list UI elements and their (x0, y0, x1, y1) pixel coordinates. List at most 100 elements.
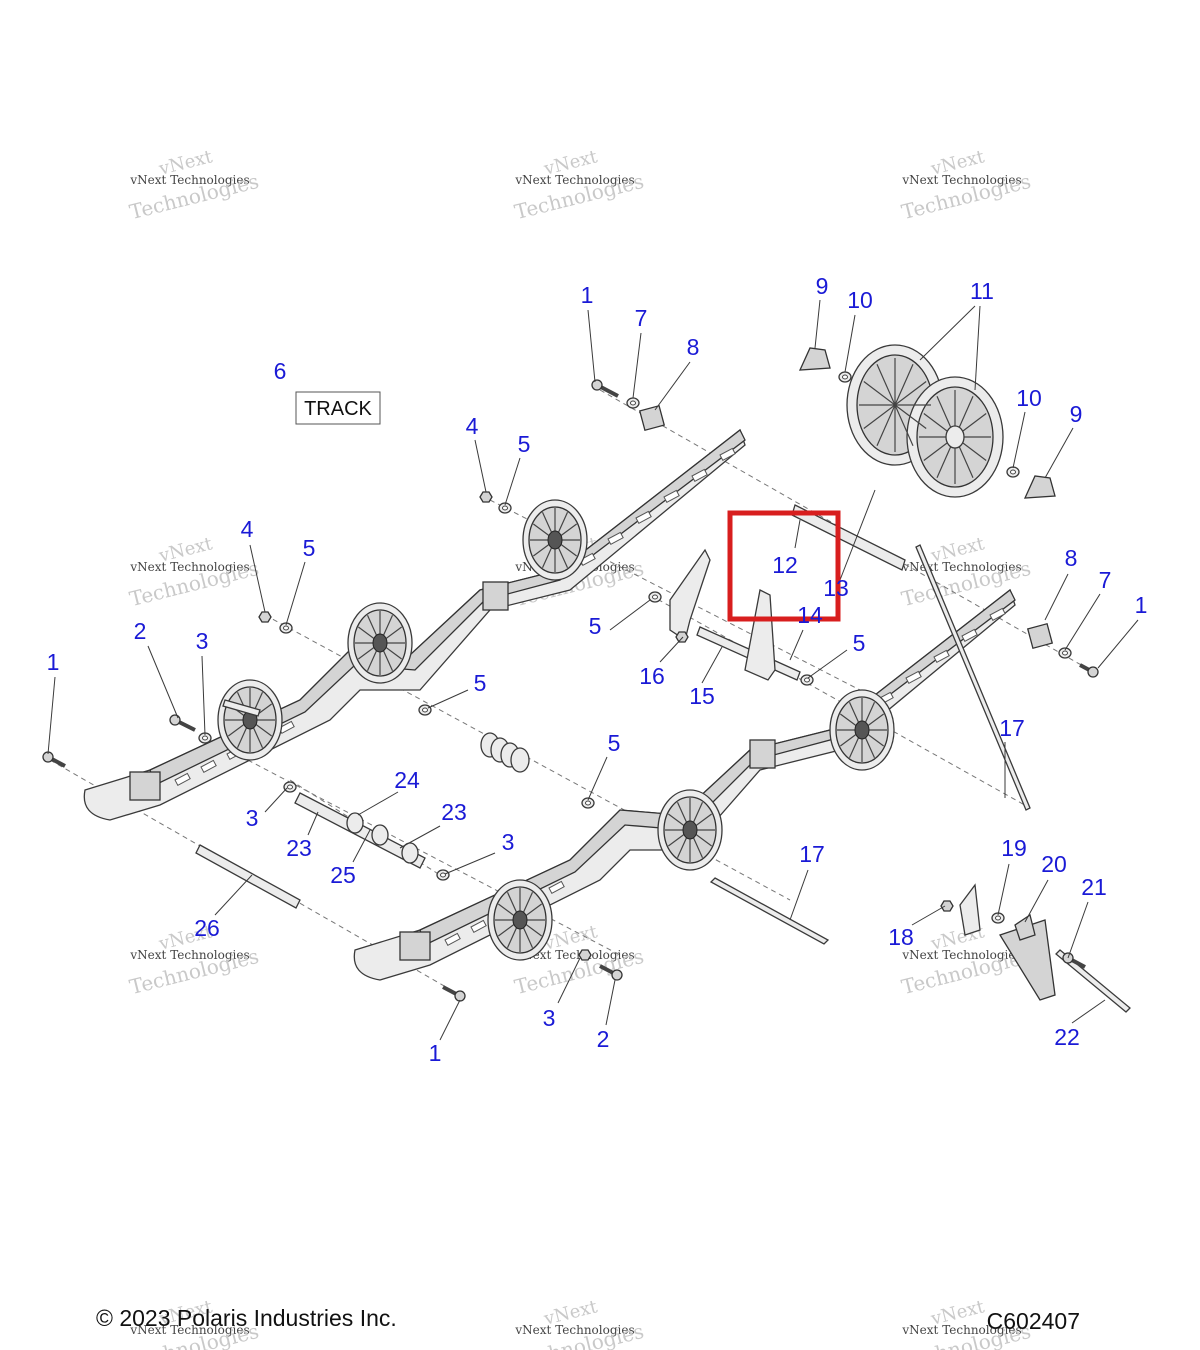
suspension-arms (669, 548, 1056, 1001)
callout-20: 20 (1041, 851, 1067, 877)
rail-slot (719, 447, 736, 461)
nut (479, 491, 493, 503)
nut (578, 949, 592, 961)
callout-25: 25 (330, 862, 356, 888)
callout-8: 8 (1065, 545, 1078, 571)
rail-slot (663, 489, 680, 503)
watermark-line2: vNext Technologies (514, 173, 634, 187)
bolt (1079, 663, 1099, 678)
watermark-line2: vNext Technologies (901, 1323, 1021, 1337)
washer (436, 869, 450, 881)
hardware (42, 347, 1099, 1002)
watermark-line2: vNext Technologies (129, 560, 249, 574)
track-label-box (295, 391, 381, 425)
callout-5: 5 (853, 630, 866, 656)
callout-5: 5 (589, 613, 602, 639)
leader-lines (47, 299, 1139, 1041)
end-cap (1023, 475, 1056, 499)
rail-slot (607, 531, 624, 545)
callout-3: 3 (502, 829, 515, 855)
rail-slot (905, 670, 922, 684)
rail-slot (470, 919, 487, 933)
washer (279, 622, 293, 634)
bogie-wheel (347, 602, 413, 684)
watermark-line2: vNext Technologies (514, 948, 634, 962)
callout-17: 17 (799, 841, 825, 867)
watermark-line2: vNext Technologies (901, 173, 1021, 187)
rail-slot (174, 772, 191, 786)
washer (648, 591, 662, 603)
callout-23: 23 (441, 799, 467, 825)
end-cap (798, 347, 831, 371)
rail-slot (989, 607, 1006, 621)
bogie-wheel (487, 879, 553, 961)
callout-2: 2 (597, 1026, 610, 1052)
watermark-line2: vNext Technologies (129, 173, 249, 187)
callout-1: 1 (429, 1040, 442, 1066)
bogie-wheel (522, 499, 588, 581)
callout-4: 4 (466, 413, 479, 439)
watermark-line2: vNext Technologies (129, 1323, 249, 1337)
track-label: TRACK (304, 398, 372, 420)
watermark-line2: vNext Technologies (129, 948, 249, 962)
bolt (42, 751, 66, 768)
callout-6: 6 (274, 358, 287, 384)
rail-slot (961, 628, 978, 642)
callout-9: 9 (1070, 401, 1083, 427)
mounting-plate (638, 404, 666, 432)
washer (800, 674, 814, 686)
bolt (1062, 952, 1086, 969)
nut (258, 611, 272, 623)
bogie-wheel (657, 789, 723, 871)
callout-4: 4 (241, 516, 254, 542)
highlight-box (727, 510, 841, 622)
callout-1: 1 (581, 282, 594, 308)
callout-10: 10 (1016, 385, 1042, 411)
callout-19: 19 (1001, 835, 1027, 861)
callout-14: 14 (797, 602, 823, 628)
washer (626, 397, 640, 409)
watermark-line2: vNext Technologies (514, 1323, 634, 1337)
callout-10: 10 (847, 287, 873, 313)
spacer (371, 824, 389, 846)
washer (283, 781, 297, 793)
callout-23: 23 (286, 835, 312, 861)
rail-slot (444, 932, 461, 946)
diagram-code: C602407 (986, 1308, 1080, 1334)
washer (991, 912, 1005, 924)
callout-17: 17 (999, 715, 1025, 741)
callout-2: 2 (134, 618, 147, 644)
washer (1058, 647, 1072, 659)
rail-slot (548, 880, 565, 894)
copyright-text: © 2023 Polaris Industries Inc. (96, 1305, 397, 1331)
callout-5: 5 (303, 535, 316, 561)
callout-15: 15 (689, 683, 715, 709)
rear-idler-wheels (846, 344, 1004, 498)
torsion-spring (480, 732, 530, 773)
rail-slot (200, 759, 217, 773)
callout-26: 26 (194, 915, 220, 941)
callout-3: 3 (246, 805, 259, 831)
callout-3: 3 (196, 628, 209, 654)
nut (940, 900, 954, 912)
watermark-line2: vNext Technologies (901, 948, 1021, 962)
washer (838, 371, 852, 383)
bolt (591, 379, 619, 398)
bolt (599, 964, 623, 981)
callout-7: 7 (1099, 567, 1112, 593)
callout-1: 1 (1135, 592, 1148, 618)
callout-3: 3 (543, 1005, 556, 1031)
callout-5: 5 (518, 431, 531, 457)
callout-16: 16 (639, 663, 665, 689)
callout-12: 12 (772, 552, 798, 578)
rail-slot (933, 649, 950, 663)
callout-22: 22 (1054, 1024, 1080, 1050)
washer (498, 502, 512, 514)
rail-slot (635, 510, 652, 524)
nut (675, 631, 689, 643)
